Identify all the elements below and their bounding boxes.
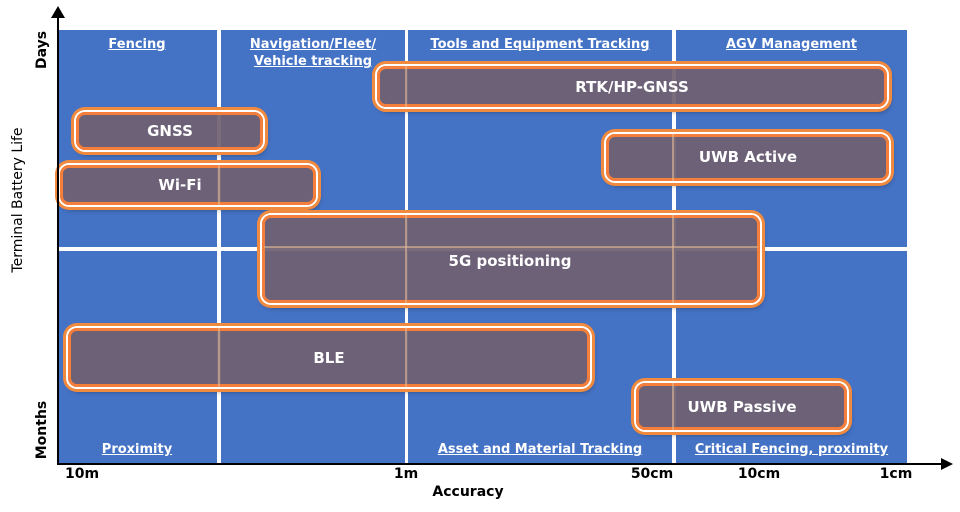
- y-axis-bottom-label: Months: [34, 400, 50, 460]
- x-tick-label: 1cm: [879, 466, 913, 482]
- y-axis-top-label: Days: [34, 30, 50, 70]
- tech-label-rtk-hp-gnss: RTK/HP-GNSS: [575, 78, 689, 96]
- region-title: Critical Fencing, proximity: [694, 442, 889, 457]
- x-axis-arrowhead: [941, 458, 953, 470]
- tech-box-rtk-hp-gnss: [377, 66, 887, 107]
- x-axis-title: Accuracy: [432, 484, 504, 500]
- grid-overlay: [405, 66, 407, 107]
- region-title-line-2: Vehicle tracking: [253, 54, 373, 69]
- grid-overlay: [218, 328, 220, 387]
- tech-box-5g-positioning: [262, 215, 760, 303]
- tech-box-wi-fi: [60, 165, 316, 205]
- region-title: AGV Management: [725, 37, 857, 52]
- y-axis-line: [57, 14, 59, 464]
- tech-box-gnss: [76, 112, 263, 150]
- grid-overlay: [672, 215, 674, 303]
- tech-label-wi-fi: Wi-Fi: [158, 176, 202, 194]
- x-tick-label: 50cm: [630, 466, 674, 482]
- tech-box-uwb-passive: [636, 383, 847, 430]
- tech-box-uwb-active: [606, 134, 889, 181]
- grid-overlay: [264, 246, 758, 248]
- region-title-group: Navigation/Fleet/ Vehicle tracking: [221, 36, 405, 70]
- x-axis-line: [57, 463, 943, 465]
- region-title: Proximity: [101, 442, 173, 457]
- tech-label-5g-positioning: 5G positioning: [448, 252, 572, 270]
- grid-overlay: [218, 165, 220, 205]
- grid-overlay: [405, 328, 407, 387]
- x-tick-label: 10cm: [737, 466, 781, 482]
- x-tick-label: 10m: [64, 466, 100, 482]
- x-tick-label: 1m: [393, 466, 419, 482]
- tech-label-uwb-active: UWB Active: [698, 148, 798, 166]
- grid-overlay: [405, 215, 407, 303]
- region-title: Tools and Equipment Tracking: [430, 37, 650, 52]
- y-axis-title: Terminal Battery Life: [10, 127, 26, 273]
- region-navigation: Navigation/Fleet/ Vehicle tracking: [221, 30, 405, 247]
- tech-box-ble: [68, 328, 590, 387]
- grid-overlay: [672, 134, 674, 181]
- tech-label-ble: BLE: [313, 349, 345, 367]
- grid-overlay: [672, 383, 674, 430]
- region-title: Fencing: [108, 37, 166, 52]
- tech-label-gnss: GNSS: [147, 122, 193, 140]
- y-axis-arrowhead: [51, 6, 65, 18]
- region-title-line-1: Navigation/Fleet/: [249, 37, 377, 52]
- tech-label-uwb-passive: UWB Passive: [687, 398, 797, 416]
- region-title: Asset and Material Tracking: [437, 442, 643, 457]
